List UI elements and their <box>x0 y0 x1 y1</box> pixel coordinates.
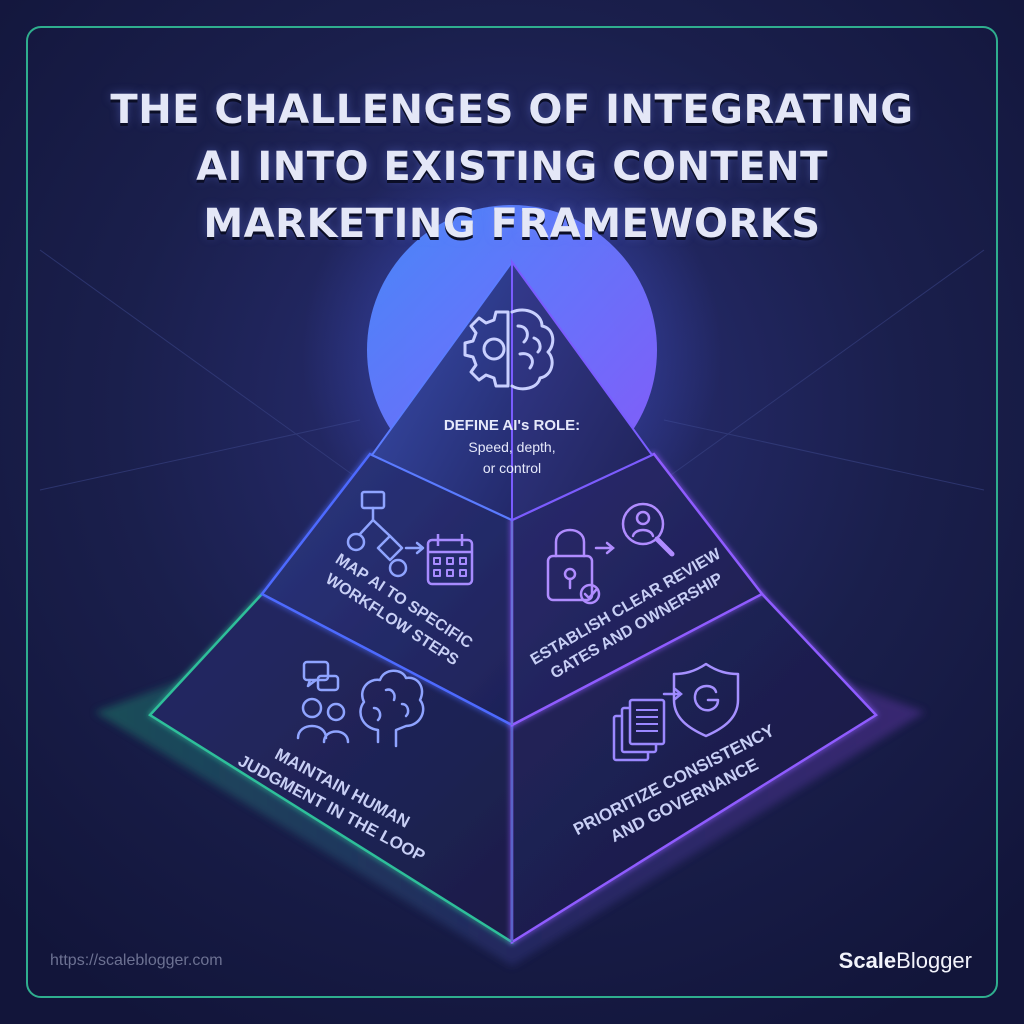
documents-icon <box>612 698 666 762</box>
title-line-2: AI INTO EXISTING CONTENT <box>196 144 828 190</box>
brand-logo: ScaleBlogger <box>839 948 972 974</box>
magnifier-person-icon <box>621 502 675 557</box>
apex-line2: or control <box>483 460 541 476</box>
brand-logo-light: Blogger <box>896 948 972 973</box>
outer-frame <box>26 26 998 998</box>
footer-url: https://scaleblogger.com <box>50 952 223 969</box>
page-title: THE CHALLENGES OF INTEGRATING AI INTO EX… <box>0 82 1024 253</box>
calendar-icon <box>426 534 474 586</box>
background-rays <box>39 249 985 491</box>
shield-g-icon <box>672 662 740 738</box>
brand-logo-bold: Scale <box>838 948 897 973</box>
title-line-3: MARKETING FRAMEWORKS <box>203 201 821 247</box>
padlock-icon <box>546 528 601 605</box>
apex-title: DEFINE AI's ROLE: <box>444 417 580 434</box>
tier-middle <box>260 452 764 728</box>
apex-line1: Speed, depth, <box>468 439 555 455</box>
arrow-right-icon-2 <box>662 687 683 701</box>
title-line-1: THE CHALLENGES OF INTEGRATING <box>110 87 914 133</box>
people-chat-icon <box>296 660 350 744</box>
flowchart-icon <box>346 490 425 578</box>
gear-brain-icon <box>463 308 555 391</box>
arrow-right-icon <box>594 541 615 555</box>
brain-icon <box>359 669 425 748</box>
